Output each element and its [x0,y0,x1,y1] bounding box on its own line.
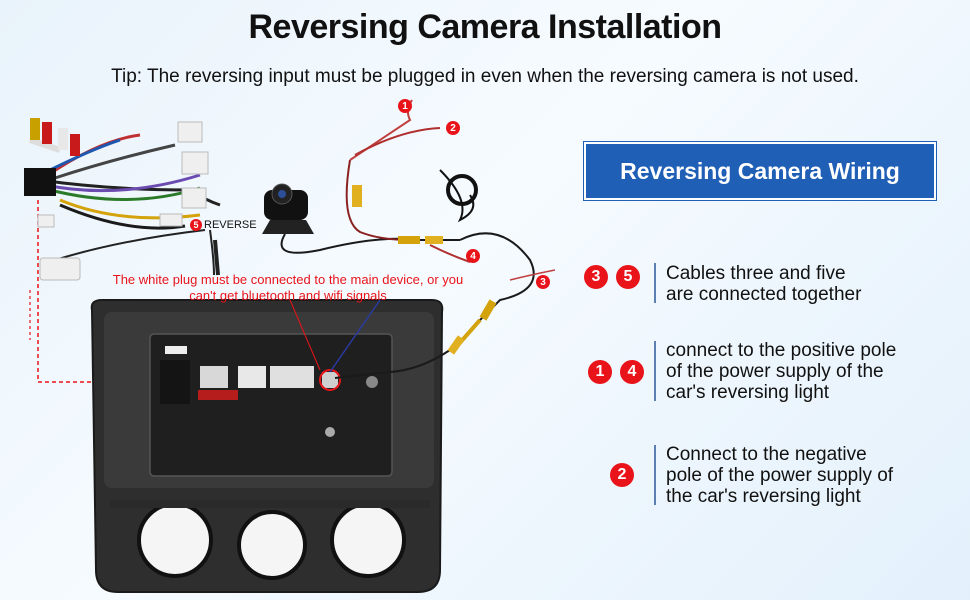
instruction-line: car's reversing light [666,382,830,403]
instruction-2-number-b: 4 [620,360,644,384]
harness-main-connector [24,168,56,196]
instruction-line: Connect to the negative [666,444,867,465]
divider [654,341,656,401]
reverse-label: 5 REVERSE [190,219,257,231]
instruction-line: of the power supply of the [666,361,884,382]
head-unit-frame [90,299,444,593]
instruction-line: connect to the positive pole [666,340,897,361]
instruction-line: are connected together [666,284,862,305]
instruction-line: the car's reversing light [666,486,861,507]
wiring-badge: Reversing Camera Wiring [588,146,932,196]
reverse-text: REVERSE [204,219,257,231]
white-plug-guide-line [37,200,205,383]
divider [654,263,656,303]
rca-port-highlight [319,369,341,391]
instruction-1-number-a: 3 [584,265,608,289]
tip-text: Tip: The reversing input must be plugged… [111,66,859,87]
instruction-2-number-a: 1 [588,360,612,384]
page-title: Reversing Camera Installation [248,8,722,46]
instruction-2-text: connect to the positive pole of the powe… [666,340,966,403]
wiring-harness [29,133,221,276]
instruction-line: pole of the power supply of [666,465,894,486]
callout-2: 2 [446,121,460,135]
instruction-line: Cables three and five [666,263,846,284]
white-plug-warning: The white plug must be connected to the … [112,272,464,303]
camera-icon [262,183,314,234]
callout-5: 5 [190,219,202,231]
instruction-1-number-b: 5 [616,265,640,289]
callout-3: 3 [536,275,550,289]
instruction-3-number: 2 [610,463,634,487]
divider [654,445,656,505]
callout-4: 4 [466,249,480,263]
callout-1: 1 [398,99,412,113]
instruction-3-text: Connect to the negative pole of the powe… [666,444,966,507]
instruction-1-text: Cables three and five are connected toge… [666,263,966,305]
